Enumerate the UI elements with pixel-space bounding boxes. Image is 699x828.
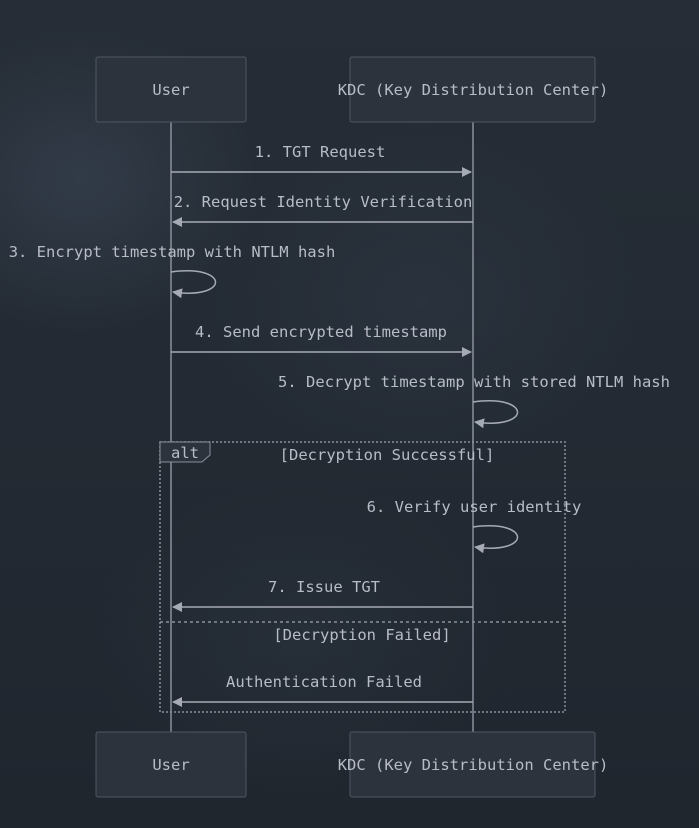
message-6-self-arrow [472,525,519,554]
message-2-label: 2. Request Identity Verification [174,193,473,211]
alt-condition-success: [Decryption Successful] [280,446,495,464]
participant-user-top: User [95,56,247,123]
participant-kdc-top: KDC (Key Distribution Center) [338,56,609,123]
participant-user-label-bottom: User [152,756,189,774]
message-7-label: 7. Issue TGT [268,578,380,596]
alt-block: alt [Decryption Successful] [Decryption … [159,441,566,713]
participant-kdc-label: KDC (Key Distribution Center) [338,81,609,99]
participant-user-bottom: User [95,731,247,798]
message-auth-failed-label: Authentication Failed [226,673,422,691]
participant-kdc-bottom: KDC (Key Distribution Center) [338,731,609,798]
alt-keyword: alt [171,444,199,462]
message-3-self-arrow [170,270,217,299]
message-4-label: 4. Send encrypted timestamp [195,323,447,341]
participant-user-label: User [152,81,189,99]
message-3-label: 3. Encrypt timestamp with NTLM hash [9,243,336,261]
alt-condition-failed: [Decryption Failed] [273,626,450,644]
message-5-self-arrow [472,400,519,429]
participant-kdc-label-bottom: KDC (Key Distribution Center) [338,756,609,774]
message-1-label: 1. TGT Request [255,143,386,161]
message-6-label: 6. Verify user identity [367,498,582,516]
message-5-label: 5. Decrypt timestamp with stored NTLM ha… [278,373,670,391]
